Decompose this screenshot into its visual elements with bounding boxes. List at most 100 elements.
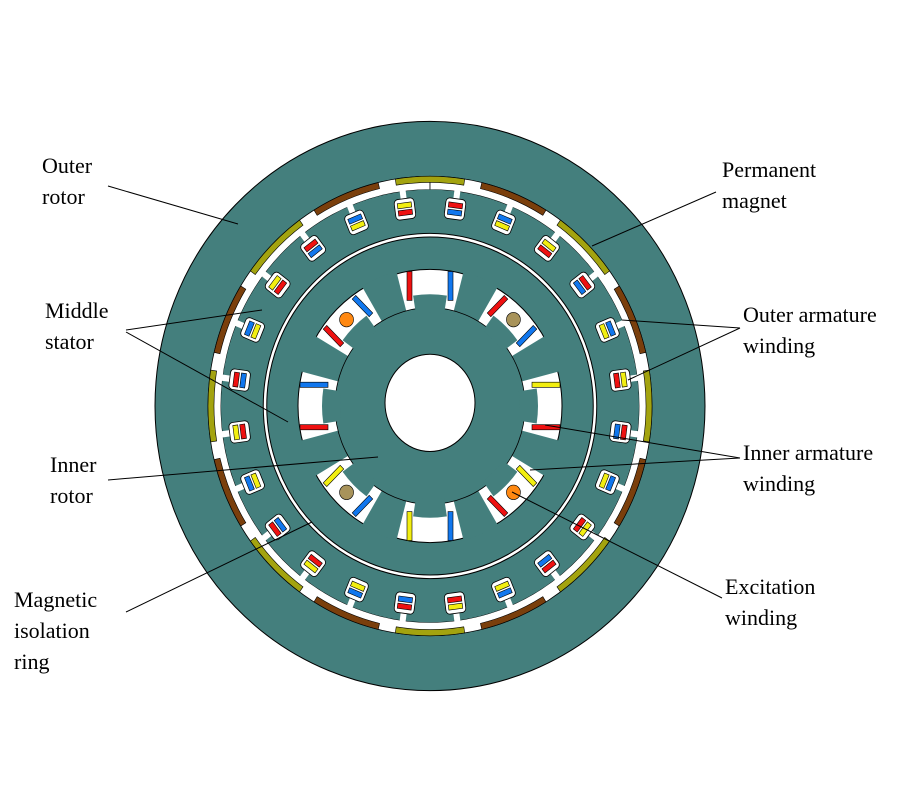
outer-slot [569, 271, 599, 299]
permanent-magnet [556, 219, 611, 276]
outer-armature-coil [496, 587, 513, 599]
outer-armature-coil [598, 472, 610, 489]
outer-armature-coil [397, 208, 413, 217]
inner-armature-coil [406, 271, 413, 301]
slot [300, 550, 326, 577]
outer-slot [221, 420, 251, 444]
slot [443, 197, 467, 221]
label-line: magnet [722, 188, 787, 213]
permanent-magnet [480, 596, 547, 630]
inner-armature-coil [515, 325, 538, 348]
outer-armature-coil [239, 423, 247, 440]
leader-inner-armature-1 [544, 424, 741, 459]
outer-armature-coil [396, 201, 413, 210]
leader-outer-armature-1 [621, 319, 741, 329]
label-line: ring [14, 649, 50, 674]
label-inner-armature-winding: Inner armature winding [743, 437, 873, 499]
inner-armature-coil [486, 494, 509, 517]
slot [595, 469, 620, 495]
slot [595, 317, 620, 343]
outer-slot [393, 190, 417, 221]
excitation-coil [339, 484, 354, 500]
outer-armature-coil [541, 559, 557, 574]
permanent-magnet [480, 182, 547, 216]
inner-armature-coil [531, 381, 561, 388]
slot [443, 591, 467, 615]
outer-slot [595, 469, 626, 495]
inner-armature-coil [299, 424, 329, 431]
inner-rotor-tooth [342, 460, 378, 497]
slot [300, 235, 326, 262]
inner-rotor-tooth [518, 388, 538, 424]
inner-stator-tooth [300, 430, 349, 477]
label-outer-rotor: Outer rotor [42, 150, 92, 212]
outer-armature-coil [303, 559, 319, 574]
label-inner-rotor: Inner rotor [50, 449, 96, 511]
permanent-magnet [394, 626, 466, 637]
inner-slot-coils [299, 381, 329, 431]
leader-inner-armature-2 [529, 457, 741, 471]
label-line: winding [725, 605, 798, 630]
outer-slot [299, 550, 326, 581]
outer-armature-coil [447, 208, 463, 217]
slot [393, 197, 417, 221]
outer-armature-coil [307, 553, 323, 568]
leader-lines [107, 185, 741, 613]
outer-armature-coil [347, 213, 364, 225]
outer-slot [234, 317, 265, 343]
inner-stator-tooth [300, 335, 349, 382]
label-line: Inner [50, 452, 97, 477]
outer-slot [534, 550, 561, 581]
label-excitation-winding: Excitation winding [725, 571, 815, 633]
inner-armature-coil [322, 464, 345, 487]
outer-slot [261, 271, 291, 299]
outer-armature-coil [613, 372, 621, 389]
outer-armature-coil [541, 238, 557, 253]
inner-armature-coil [351, 295, 374, 318]
outer-armature-coil [303, 238, 319, 253]
outer-armature-coil [268, 521, 282, 537]
outer-slot [443, 591, 467, 622]
slot [609, 420, 632, 444]
inner-armature-coil [486, 295, 509, 318]
outer-slot [261, 513, 291, 541]
label-line: winding [743, 471, 816, 496]
outer-armature-coil [268, 275, 282, 291]
outer-armature-coil [307, 244, 323, 259]
inner-slot-coils [486, 295, 538, 348]
outer-armature-coil [613, 423, 621, 440]
excitation-coil [339, 312, 354, 328]
outer-armature-coil [250, 472, 262, 489]
outer-armature-coil [620, 424, 628, 441]
excitation-coil [506, 312, 521, 328]
slot [393, 591, 417, 615]
outer-slot [234, 469, 265, 495]
permanent-magnet [213, 285, 247, 355]
inner-rotor-tooth [413, 498, 447, 518]
inner-stator-tooth [453, 490, 499, 541]
leader-isolation-ring [125, 521, 313, 613]
outer-armature-coil [537, 244, 553, 259]
leader-excitation [511, 491, 723, 599]
outer-armature-coil [496, 213, 513, 225]
outer-armature-coil [350, 580, 366, 592]
slot [534, 235, 560, 262]
inner-armature-coil [406, 511, 413, 541]
inner-armature-coil [515, 464, 538, 487]
label-line: Permanent [722, 157, 817, 182]
leader-outer-armature-2 [627, 327, 741, 381]
inner-rotor-tooth [413, 294, 447, 314]
slot [240, 469, 265, 495]
slot [491, 576, 516, 603]
outer-armature-coil [494, 580, 510, 592]
permanent-magnet [313, 596, 380, 630]
outer-slot [344, 204, 369, 236]
permanent-magnet [642, 369, 653, 443]
outer-slot [534, 231, 561, 262]
outer-slot [491, 576, 516, 608]
leader-permanent-magnet [591, 191, 717, 247]
outer-armature-coil [244, 320, 255, 337]
inner-armature-coil [447, 271, 454, 301]
